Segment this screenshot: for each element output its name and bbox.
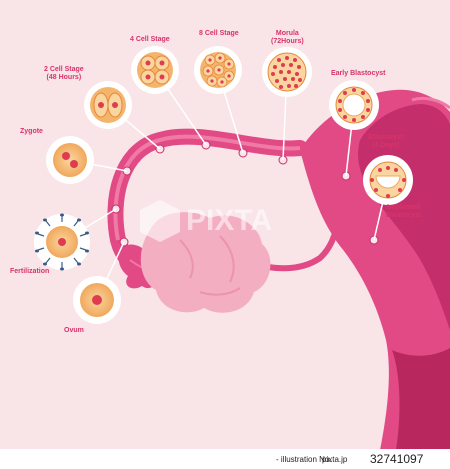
footer-id-prefix: - illustration No. (276, 455, 332, 464)
label-morula-title: Morula (275, 30, 299, 37)
label-blastocyst: Blastocyst (4 Days) (368, 134, 403, 150)
ovary (140, 212, 271, 313)
label-two-cell: 2 Cell Stage (48 Hours) (44, 66, 84, 82)
label-implanted-title: Implanted (387, 204, 421, 211)
footer-image-id: 32741097 (370, 452, 424, 466)
fertilization-bubble (34, 213, 90, 271)
label-blastocyst-title: Blastocyst (368, 134, 404, 141)
label-ovum: Ovum (64, 327, 84, 334)
label-fertilization: Fertilization (10, 268, 50, 275)
label-zygote: Zygote (20, 128, 43, 135)
label-two-cell-sub: (48 Hours) (46, 74, 82, 81)
watermark-text: PIXTA (186, 204, 273, 237)
early-blastocyst-bubble (329, 80, 379, 130)
morula-bubble (262, 47, 312, 97)
two-cell-bubble (84, 81, 132, 129)
four-cell-bubble (131, 46, 179, 94)
footer-bar: pixta.jp - illustration No. 32741097 (0, 449, 450, 469)
label-four-cell: 4 Cell Stage (130, 36, 170, 43)
zygote-bubble (46, 136, 94, 184)
watermark-logo (140, 200, 180, 242)
label-implanted-sub: Blastocyst (386, 212, 422, 219)
blastocyst-bubble (363, 155, 413, 205)
eight-cell-bubble (194, 46, 242, 94)
label-eight-cell: 8 Cell Stage (199, 30, 239, 37)
label-morula: Morula (72Hours) (271, 30, 304, 46)
footer-site: pixta.jp (322, 455, 348, 464)
ovum-bubble (73, 276, 121, 324)
label-two-cell-title: 2 Cell Stage (44, 66, 84, 73)
label-early-blastocyst: Early Blastocyst (331, 70, 386, 77)
label-implanted: Implanted Blastocyst (386, 204, 421, 220)
label-morula-sub: (72Hours) (271, 38, 304, 45)
label-blastocyst-sub: (4 Days) (372, 142, 400, 149)
